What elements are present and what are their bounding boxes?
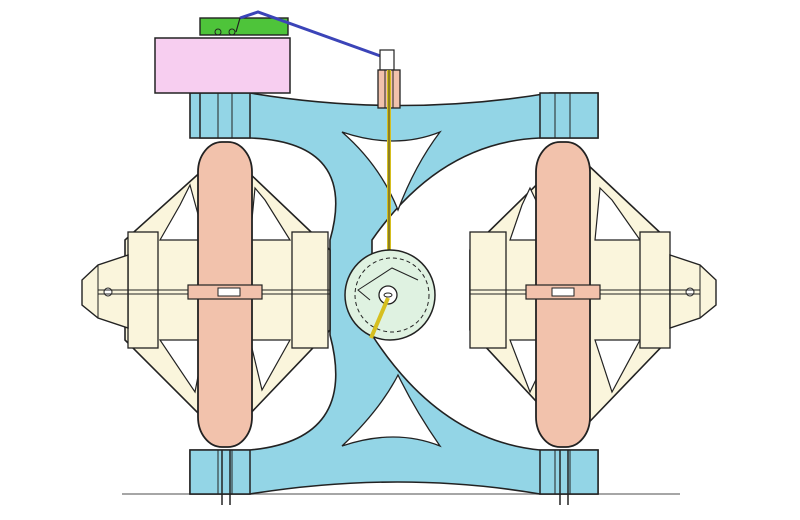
top-enclosure bbox=[154, 37, 291, 94]
crank-arm bbox=[369, 297, 390, 339]
eccentric-disc bbox=[344, 249, 436, 341]
left-top-pedestal bbox=[199, 92, 251, 139]
lever-base bbox=[199, 17, 289, 36]
link-arm bbox=[239, 10, 387, 60]
right-top-pedestal bbox=[539, 92, 599, 139]
right-electromagnet bbox=[469, 141, 717, 448]
right-bottom-pedestal bbox=[539, 449, 599, 495]
frame-window-bottom bbox=[341, 373, 442, 448]
left-bottom-pedestal bbox=[189, 449, 251, 495]
left-electromagnet bbox=[81, 141, 331, 448]
